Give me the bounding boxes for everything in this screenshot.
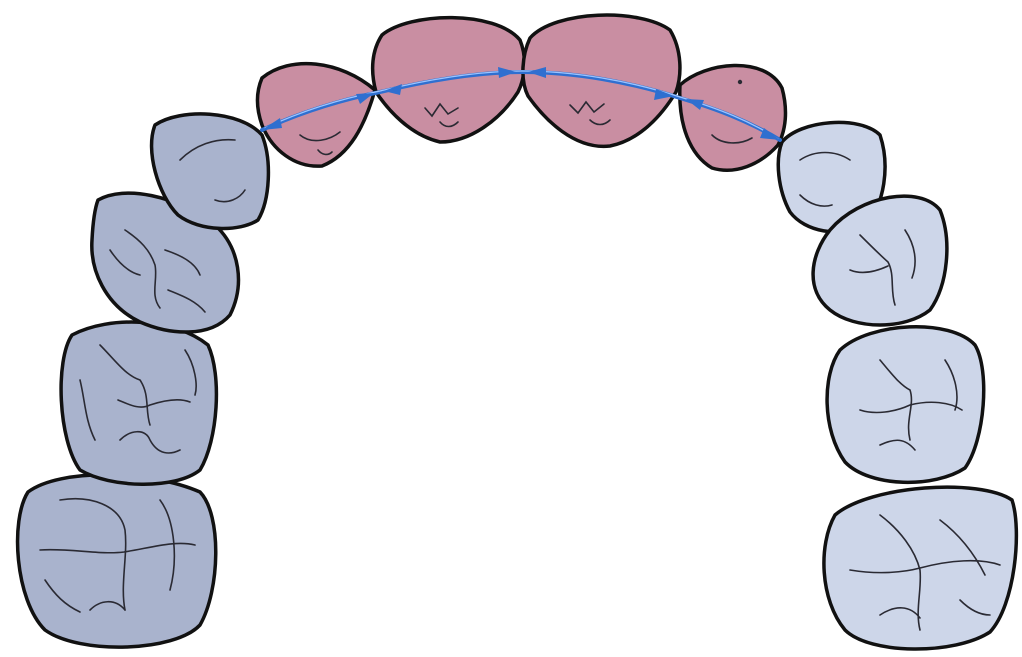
left-second-molar [61,322,216,484]
right-first-molar [824,487,1016,649]
left-lateral-incisor [258,64,376,167]
left-first-molar [18,475,216,647]
right-second-premolar [827,327,984,483]
